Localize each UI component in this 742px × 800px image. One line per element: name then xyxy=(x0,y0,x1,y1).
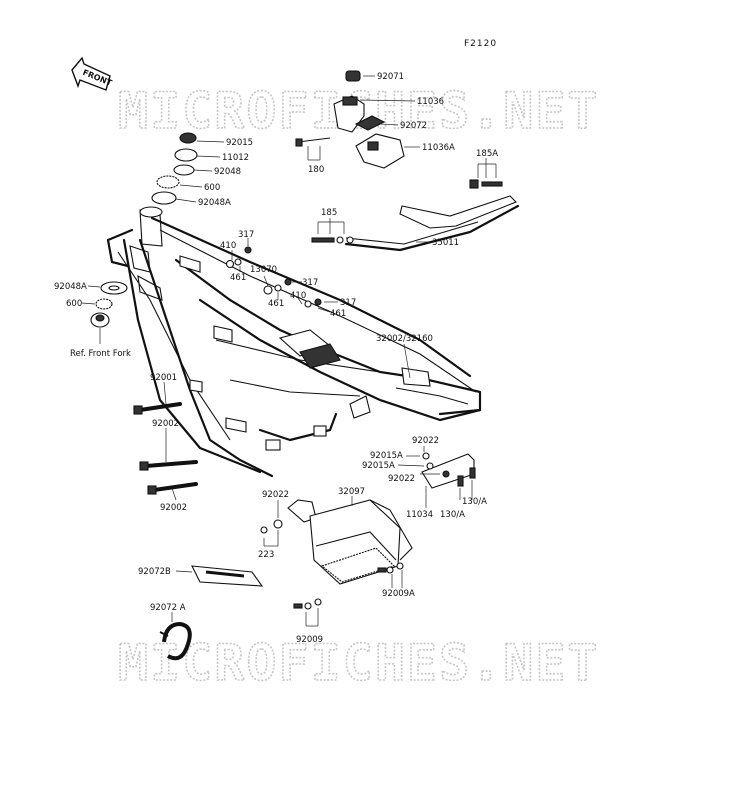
callout-92002-b: 92002 xyxy=(160,503,187,513)
main-frame xyxy=(106,206,482,478)
callout-461-b: 461 xyxy=(268,299,284,309)
callout-13070: 13070 xyxy=(250,265,277,275)
callout-92009: 92009 xyxy=(296,635,323,645)
callout-32097: 32097 xyxy=(338,487,365,497)
callout-410-a: 410 xyxy=(220,241,236,251)
callout-92015A-a: 92015A xyxy=(370,451,403,461)
callout-92022-c: 92022 xyxy=(262,490,289,500)
callout-92071: 92071 xyxy=(377,72,404,82)
callout-223: 223 xyxy=(258,550,274,560)
callout-92048A-top: 92048A xyxy=(198,198,231,208)
callout-32002-32160: 32002/32160 xyxy=(376,334,433,344)
callout-92072A: 92072 A xyxy=(150,603,186,613)
callout-600-left: 600 xyxy=(66,299,82,309)
callout-600-top: 600 xyxy=(204,183,220,193)
callout-92072B: 92072B xyxy=(138,567,171,577)
callout-92002-a: 92002 xyxy=(152,419,179,429)
callout-317-c: 317 xyxy=(340,298,356,308)
steering-head-bearing-stack xyxy=(151,132,198,205)
callout-317-b: 317 xyxy=(302,278,318,288)
front-fork-washers xyxy=(90,281,128,328)
rear-grab-bar xyxy=(311,179,520,252)
callout-461-c: 461 xyxy=(330,309,346,319)
callout-317-a: 317 xyxy=(238,230,254,240)
callout-410-b: 410 xyxy=(290,291,306,301)
callout-92015: 92015 xyxy=(226,138,253,148)
callout-92048A-left: 92048A xyxy=(54,282,87,292)
figure-code: F2120 xyxy=(464,39,497,49)
callout-92022-b: 92022 xyxy=(388,474,415,484)
rubber-pad-92072B xyxy=(191,565,264,587)
callout-92001: 92001 xyxy=(150,373,177,383)
front-arrow-icon: FRONT xyxy=(71,56,114,91)
upper-bracket-assembly xyxy=(295,70,405,169)
watermark-bottom: MICROFICHES.NET xyxy=(118,634,600,692)
callout-461-a: 461 xyxy=(230,273,246,283)
callout-92048: 92048 xyxy=(214,167,241,177)
callout-ref-front-fork: Ref. Front Fork xyxy=(70,349,131,359)
callout-92009A: 92009A xyxy=(382,589,415,599)
rubber-band-92072A xyxy=(159,621,192,661)
callout-185: 185 xyxy=(321,208,337,218)
callout-130A-b: 130/A xyxy=(440,510,465,520)
callout-130A-a: 130/A xyxy=(462,497,487,507)
callout-35011: 35011 xyxy=(432,238,459,248)
callout-92072: 92072 xyxy=(400,121,427,131)
callout-11036A: 11036A xyxy=(422,143,455,153)
frame-fasteners xyxy=(225,246,322,308)
battery-case-32097 xyxy=(260,499,413,610)
callout-180: 180 xyxy=(308,165,324,175)
callout-11036: 11036 xyxy=(417,97,444,107)
callout-92022-a: 92022 xyxy=(412,436,439,446)
callout-185A: 185A xyxy=(476,149,498,159)
callout-11034: 11034 xyxy=(406,510,433,520)
callout-11012: 11012 xyxy=(222,153,249,163)
engine-mount-bolts xyxy=(133,402,198,495)
callout-92015A-b: 92015A xyxy=(362,461,395,471)
bracket-11034 xyxy=(421,452,476,489)
